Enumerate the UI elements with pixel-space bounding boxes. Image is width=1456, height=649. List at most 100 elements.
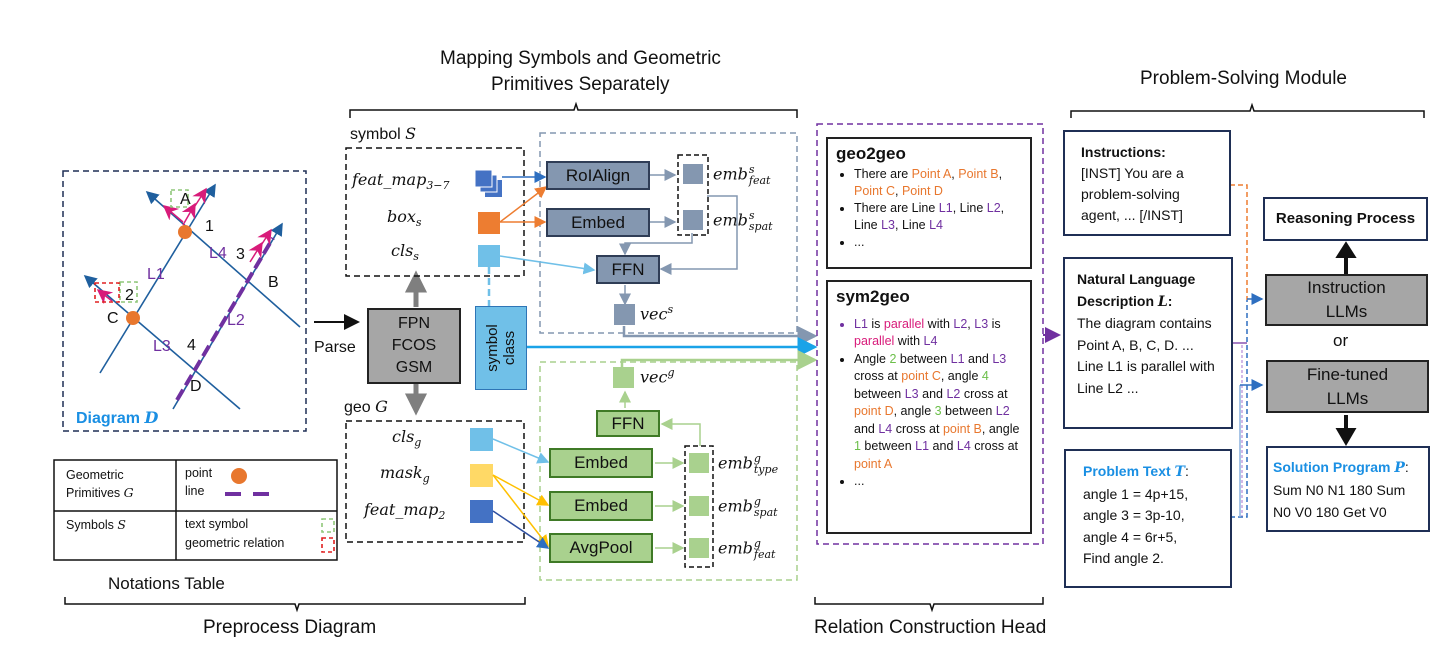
problem-text-title: Problem Text T: bbox=[1083, 463, 1189, 480]
sym2geo-title: sym2geo bbox=[836, 287, 910, 306]
notation-geometric-relation: geometric relation bbox=[185, 536, 285, 550]
diagram-line-label: L4 bbox=[209, 245, 227, 262]
sym2geo-box: sym2geo L1 is parallel with L2, L3 is pa… bbox=[826, 280, 1032, 534]
diagram-angle-label: 3 bbox=[236, 246, 245, 263]
brace-mapping bbox=[349, 101, 798, 118]
text-symbol-box bbox=[170, 189, 189, 208]
diagram-line-label: L2 bbox=[227, 312, 245, 329]
geo-embed-spat-block: Embed bbox=[549, 491, 653, 521]
to-solution-arrow bbox=[1335, 415, 1357, 446]
geo2geo-list: There are Point A, Point B, Point C, Poi… bbox=[836, 166, 1022, 251]
preprocess-title: Preprocess Diagram bbox=[203, 617, 377, 638]
diagram-line-label: L3 bbox=[153, 338, 171, 355]
box-s-square bbox=[478, 212, 500, 234]
parser-box: FPN FCOS GSM bbox=[367, 308, 461, 384]
diagram-angle-label: 1 bbox=[205, 218, 214, 235]
roialign-block: RoIAlign bbox=[546, 161, 650, 190]
relation-item: ... bbox=[854, 473, 1022, 491]
symbol-embed-block: Embed bbox=[546, 208, 650, 237]
instructions-connector bbox=[1230, 184, 1248, 300]
relation-title: Relation Construction Head bbox=[814, 617, 1047, 638]
primitive-line-L2 bbox=[175, 236, 275, 402]
diagram-point-label: C bbox=[107, 310, 119, 327]
parser-down-arrow bbox=[404, 383, 428, 416]
sym2geo-list: L1 is parallel with L2, L3 is parallel w… bbox=[836, 316, 1022, 491]
diagram-angle-label: 4 bbox=[187, 337, 196, 354]
text-symbol-legend-icon bbox=[321, 518, 335, 533]
parallel-arrow bbox=[257, 228, 272, 251]
feat-map-2-square bbox=[470, 500, 493, 523]
diagram-point-label: D bbox=[190, 378, 202, 395]
mask-g-square bbox=[470, 464, 493, 487]
vec-s-arrow bbox=[622, 326, 818, 346]
relation-item: ... bbox=[854, 234, 1022, 251]
solution-title: Solution Program P: bbox=[1273, 459, 1409, 476]
relation-legend-icon bbox=[321, 537, 335, 553]
mapping-title-line1: Mapping Symbols and Geometric bbox=[440, 48, 721, 69]
symbol-branch-label: symbol S bbox=[350, 124, 417, 143]
instructions-box: Instructions: [INST] You are a problem-s… bbox=[1063, 130, 1231, 236]
diagram-point-label: A bbox=[180, 191, 191, 208]
parse-label: Parse bbox=[314, 339, 356, 356]
brace-preprocess bbox=[64, 597, 526, 613]
nl-description-title: Natural Language Description L: bbox=[1077, 271, 1196, 310]
module-gsm: GSM bbox=[395, 359, 433, 376]
relation-item: There are Line L1, Line L2, Line L3, Lin… bbox=[854, 200, 1022, 234]
parallel-arrow bbox=[162, 205, 184, 223]
instructions-body: [INST] You are a problem-solving agent, … bbox=[1081, 165, 1184, 223]
geo-embed-type-block: Embed bbox=[549, 448, 653, 478]
relation-item: L1 is parallel with L2, L3 is parallel w… bbox=[854, 316, 1022, 351]
solution-body: Sum N0 N1 180 Sum N0 V0 180 Get V0 bbox=[1273, 482, 1406, 520]
cls-g-label: clsg bbox=[392, 427, 422, 450]
problem-line: angle 1 = 4p+15, bbox=[1083, 485, 1189, 502]
notations-table-grid bbox=[53, 459, 338, 561]
symbol-input-frame bbox=[345, 147, 525, 277]
text-symbol-box bbox=[119, 281, 138, 303]
reasoning-process-box: Reasoning Process bbox=[1263, 197, 1428, 241]
parallel-arrow bbox=[96, 289, 114, 305]
notation-geometric-label: Geometric Primitives G bbox=[66, 468, 134, 500]
problem-solving-title: Problem-Solving Module bbox=[1140, 68, 1347, 89]
parallel-arrow bbox=[192, 187, 207, 210]
vec-g-arrow bbox=[620, 350, 818, 370]
diagram-angle-label: 2 bbox=[125, 287, 134, 304]
geometry-drawing bbox=[83, 183, 301, 410]
diagram-frame bbox=[62, 170, 307, 432]
geo-branch-frame bbox=[539, 361, 798, 581]
line-L1 bbox=[99, 183, 216, 374]
cls-s-square bbox=[478, 245, 500, 267]
cls-s-label: clss bbox=[391, 241, 419, 264]
solution-program-box: Solution Program P: Sum N0 N1 180 Sum N0… bbox=[1266, 446, 1430, 532]
diagram-point-label: B bbox=[268, 274, 279, 291]
box-s-label: boxs bbox=[387, 207, 422, 230]
point-legend-icon bbox=[231, 468, 247, 484]
geo-ffn-block: FFN bbox=[596, 410, 660, 437]
brace-relation bbox=[814, 597, 1044, 613]
relation-item: There are Point A, Point B, Point C, Poi… bbox=[854, 166, 1022, 200]
mask-g-label: maskg bbox=[380, 463, 430, 486]
problem-line: angle 4 = 6r+5, bbox=[1083, 528, 1178, 545]
nl-description-body: The diagram contains Point A, B, C, D. .… bbox=[1077, 315, 1215, 396]
problem-line: angle 3 = 3p-10, bbox=[1083, 507, 1185, 523]
problem-line: Find angle 2. bbox=[1083, 550, 1164, 566]
instruction-llms-box: Instruction LLMs bbox=[1265, 274, 1428, 326]
diagram-caption: Diagram D bbox=[76, 408, 159, 427]
vec-g-label: vecg bbox=[640, 366, 675, 387]
notation-symbols-label: Symbols S bbox=[66, 517, 126, 532]
instructions-title: Instructions: bbox=[1081, 144, 1166, 160]
geo2geo-box: geo2geo There are Point A, Point B, Poin… bbox=[826, 137, 1032, 269]
symbol-branch-frame bbox=[539, 132, 798, 334]
or-label: or bbox=[1333, 331, 1349, 350]
brace-problem-solving bbox=[1070, 102, 1425, 118]
geo-emb-group bbox=[684, 445, 714, 568]
geo2geo-title: geo2geo bbox=[836, 144, 906, 163]
symbol-ffn-block: FFN bbox=[596, 255, 660, 284]
feat-map-s-label: feat_map3−7 bbox=[352, 170, 450, 193]
parallel-arrow bbox=[181, 202, 196, 226]
